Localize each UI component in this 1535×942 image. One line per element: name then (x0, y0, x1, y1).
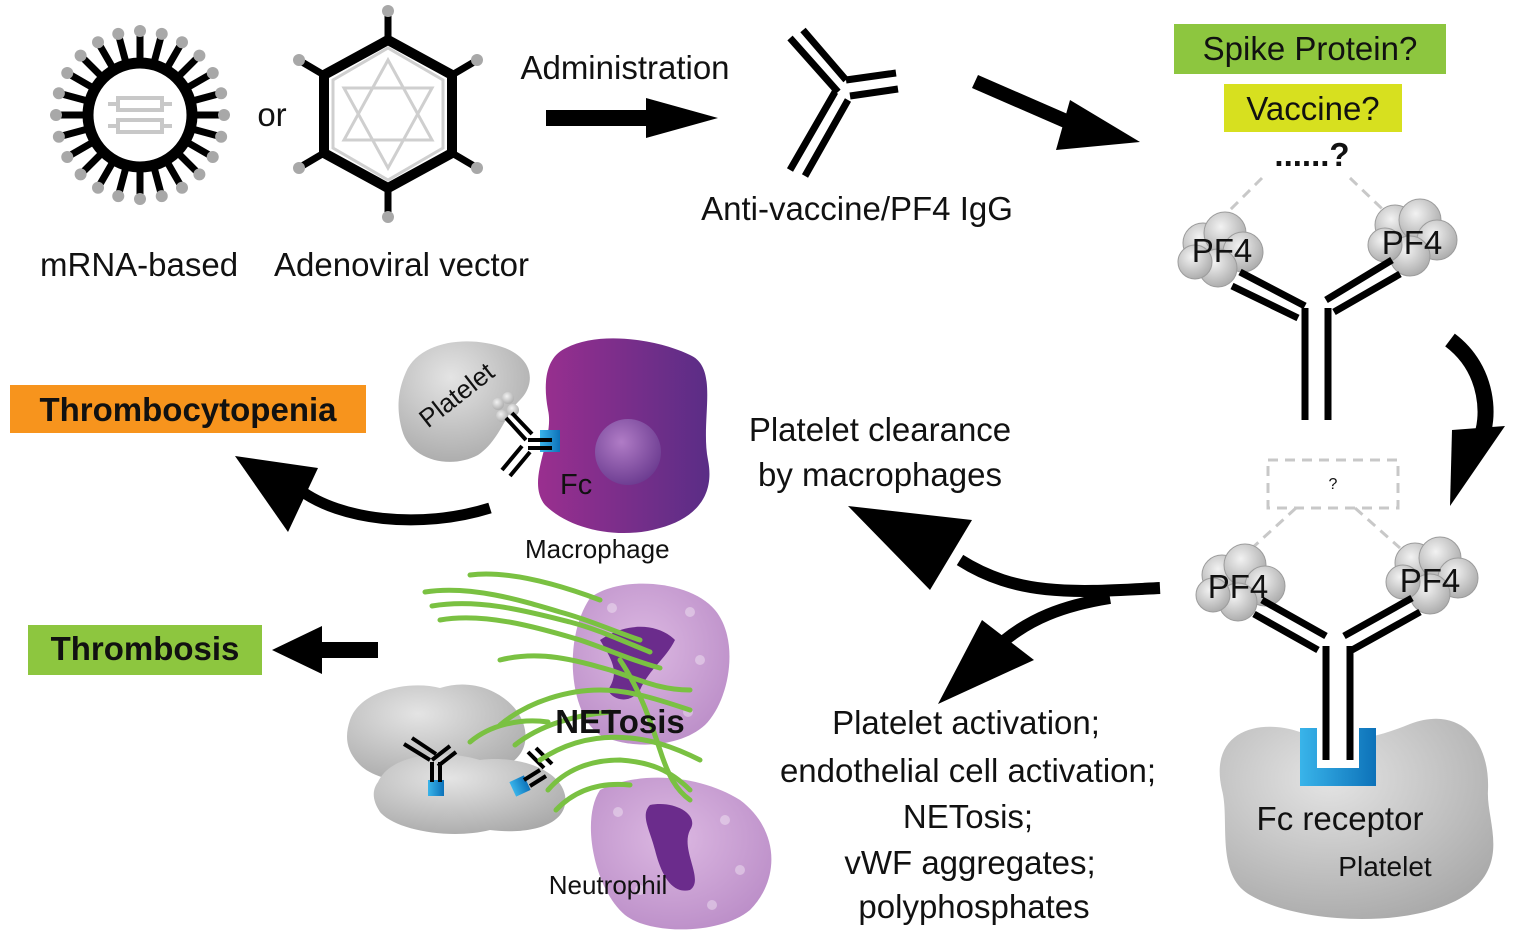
platelet-being-cleared: Platelet (398, 341, 552, 478)
fc-receptor-label: Fc receptor (1257, 800, 1424, 837)
activation-text-block: Platelet activation; endothelial cell ac… (780, 704, 1156, 925)
thrombocytopenia-arrow (235, 456, 492, 532)
activation-line-3: NETosis; (903, 798, 1033, 835)
aggregated-platelets (347, 684, 566, 834)
adenoviral-vector-icon (293, 5, 483, 223)
platelet-cell (1219, 718, 1494, 920)
neutrophil-granules (607, 603, 745, 910)
spike-protein-label: Spike Protein? (1203, 30, 1418, 67)
pf4-label-bottom-right: PF4 (1400, 562, 1461, 599)
neutrophil-label: Neutrophil (549, 870, 668, 900)
fc-label: Fc (560, 469, 592, 501)
vaccine-label: Vaccine? (1246, 90, 1379, 127)
platelet-fc-receptor-complex: PF4 PF4 Fc receptor Platelet (1195, 536, 1494, 920)
administration-arrow (546, 98, 718, 138)
activation-line-5: polyphosphates (858, 888, 1089, 925)
thrombocytopenia-tag: Thrombocytopenia (10, 385, 366, 433)
mrna-nanoparticle-icon (50, 25, 230, 205)
spike-protein-tag: Spike Protein? (1174, 24, 1446, 74)
antigen-arrow (972, 75, 1140, 150)
pf4-antibody-complex-top: PF4 PF4 (1177, 198, 1458, 420)
thrombocytopenia-label: Thrombocytopenia (39, 391, 337, 428)
platelet-label: Platelet (1338, 851, 1432, 882)
branching-arrow (848, 506, 1161, 704)
platelet-clearance-line2: by macrophages (758, 456, 1002, 493)
pf4-label-top-right: PF4 (1382, 224, 1443, 261)
netosis-label: NETosis (555, 703, 685, 740)
anti-vaccine-igg-label: Anti-vaccine/PF4 IgG (701, 190, 1013, 227)
thrombosis-label: Thrombosis (51, 630, 240, 667)
unknown-cofactor-box: ? (1248, 458, 1401, 552)
macrophage-cell: Fc (538, 338, 710, 534)
igg-antibody-icon (786, 27, 899, 178)
curved-arrow-down (1444, 333, 1505, 506)
unknown-antigen-label: ......? (1274, 136, 1349, 173)
unknown-cofactor-label: ? (1329, 476, 1338, 493)
platelet-clearance-line1: Platelet clearance (749, 411, 1011, 448)
mrna-based-label: mRNA-based (40, 246, 238, 283)
neutrophil-cell-bottom (590, 777, 772, 930)
macrophage-nucleus (595, 419, 661, 485)
vaccine-tag: Vaccine? (1224, 84, 1402, 132)
macrophage-label: Macrophage (525, 534, 670, 564)
activation-line-4: vWF aggregates; (844, 844, 1095, 881)
activation-line-2: endothelial cell activation; (780, 752, 1156, 789)
net-fibers (422, 571, 703, 813)
thrombosis-arrow (272, 626, 378, 674)
administration-label: Administration (520, 49, 729, 86)
activation-line-1: Platelet activation; (832, 704, 1100, 741)
thrombosis-tag: Thrombosis (28, 625, 262, 675)
pf4-label-top-left: PF4 (1192, 232, 1253, 269)
adenoviral-vector-label: Adenoviral vector (274, 246, 529, 283)
pf4-label-bottom-left: PF4 (1208, 568, 1269, 605)
or-label: or (257, 96, 286, 133)
